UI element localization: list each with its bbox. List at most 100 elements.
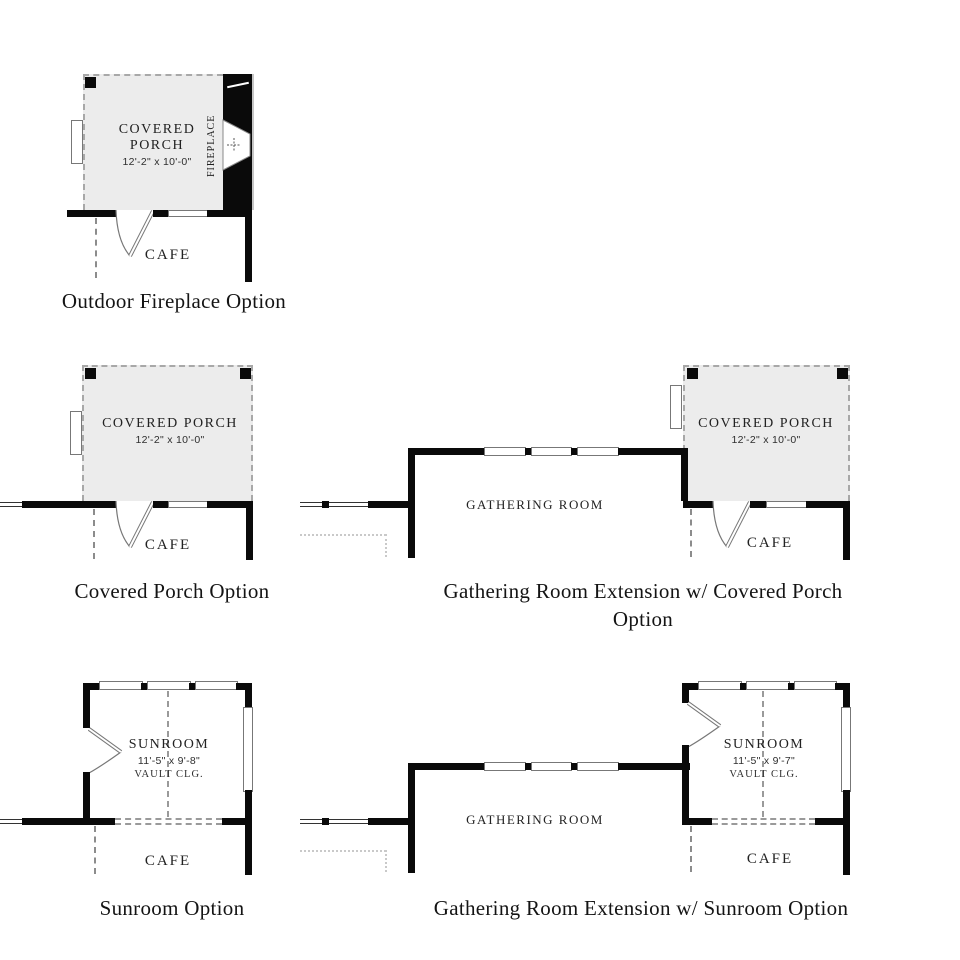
room-name-line2: PORCH: [129, 138, 185, 154]
wall-segment: [22, 501, 116, 508]
room-dimensions: 11'-5" x 9'-7": [732, 755, 796, 768]
reference-line: [690, 826, 692, 872]
wall-segment: [207, 501, 253, 508]
wall-segment: [682, 683, 700, 690]
door-swing-icon: [115, 209, 155, 257]
wall-segment: [682, 818, 712, 825]
wall-segment: [222, 818, 252, 825]
reference-line: [690, 509, 692, 557]
reference-line: [93, 509, 95, 559]
plan-title-line1: Gathering Room Extension w/ Covered Porc…: [443, 579, 843, 603]
plan-title: Outdoor Fireplace Option: [61, 289, 287, 313]
reference-line: [95, 218, 97, 278]
wall-segment: [806, 501, 850, 508]
room-name: COVERED PORCH: [102, 416, 238, 431]
wall-segment: [618, 763, 690, 770]
window-icon: [670, 385, 682, 429]
window-icon: [300, 502, 322, 507]
wall-segment: [153, 501, 170, 508]
door-swing-icon: [88, 727, 123, 774]
plan-title: Gathering Room Extension w/ Sunroom Opti…: [433, 896, 849, 920]
cased-opening: [712, 818, 815, 825]
room-name: SUNROOM: [723, 737, 805, 752]
wall-segment: [408, 763, 486, 770]
plan-title: Sunroom Option: [99, 896, 245, 920]
window-icon: [794, 681, 837, 690]
wall-segment: [236, 683, 252, 690]
window-icon: [577, 762, 619, 771]
wall-segment: [682, 745, 689, 825]
wall-post-icon: [189, 683, 197, 690]
wall-segment: [618, 448, 687, 455]
reference-line: [300, 534, 386, 536]
column-post-icon: [85, 77, 96, 88]
room-name: SUNROOM: [128, 737, 210, 752]
window-icon: [698, 681, 742, 690]
wall-segment: [843, 508, 850, 560]
wall-segment: [683, 501, 713, 508]
reference-line: [385, 850, 387, 872]
cafe-label: CAFE: [144, 537, 192, 553]
wall-segment: [408, 763, 415, 873]
door-swing-icon: [712, 500, 752, 548]
wall-post-icon: [322, 501, 329, 508]
room-dimensions: 12'-2" x 10'-0": [122, 156, 192, 169]
wall-segment: [22, 818, 115, 825]
wall-segment: [843, 683, 850, 709]
room-dimensions: 12'-2" x 10'-0": [731, 434, 801, 447]
ridge-centerline: [762, 691, 764, 817]
wall-segment: [83, 683, 101, 690]
wall-segment: [207, 210, 252, 217]
room-name: COVERED PORCH: [698, 416, 834, 431]
wall-segment: [681, 448, 688, 501]
wall-segment: [67, 210, 116, 217]
window-icon: [0, 819, 22, 824]
window-icon: [484, 762, 526, 771]
wall-post-icon: [525, 763, 532, 770]
wall-post-icon: [740, 683, 748, 690]
wall-segment: [815, 818, 850, 825]
door-swing-icon: [687, 701, 722, 748]
room-dimensions: 11'-5" x 9'-8": [137, 755, 201, 768]
wall-edge-line: [252, 74, 254, 210]
reference-line: [385, 534, 387, 557]
wall-post-icon: [571, 448, 578, 455]
wall-post-icon: [322, 818, 329, 825]
wall-segment: [368, 818, 415, 825]
window-icon: [329, 819, 368, 824]
room-dimensions: 12'-2" x 10'-0": [135, 434, 205, 447]
wall-segment: [153, 210, 170, 217]
window-icon: [71, 120, 83, 164]
wall-segment: [750, 501, 768, 508]
ridge-centerline: [167, 691, 169, 817]
column-post-icon: [687, 368, 698, 379]
room-label: COVERED PORCH 12'-2" x 10'-0": [686, 416, 846, 446]
wall-post-icon: [141, 683, 149, 690]
window-icon: [841, 707, 851, 792]
wall-segment: [408, 448, 486, 455]
window-icon: [70, 411, 82, 455]
cafe-label: CAFE: [746, 535, 794, 551]
reference-line: [94, 826, 96, 874]
window-icon: [746, 681, 790, 690]
room-label: COVERED PORCH 12'-2" x 10'-0": [98, 122, 216, 168]
window-icon: [300, 819, 322, 824]
plan-title: Covered Porch Option: [74, 579, 270, 603]
cased-opening: [115, 818, 222, 825]
cafe-label: CAFE: [144, 247, 192, 263]
room-label: SUNROOM 11'-5" x 9'-8" VAULT CLG.: [102, 737, 236, 781]
wall-post-icon: [571, 763, 578, 770]
fireplace-box-icon: [222, 119, 251, 171]
room-label: COVERED PORCH 12'-2" x 10'-0": [90, 416, 250, 446]
cafe-label: CAFE: [144, 853, 192, 869]
wall-post-icon: [788, 683, 796, 690]
plan-title-line2: Option: [612, 607, 674, 631]
wall-segment: [843, 790, 850, 875]
reference-line: [300, 850, 386, 852]
covered-porch-area: [83, 74, 223, 210]
wall-segment: [83, 683, 90, 728]
